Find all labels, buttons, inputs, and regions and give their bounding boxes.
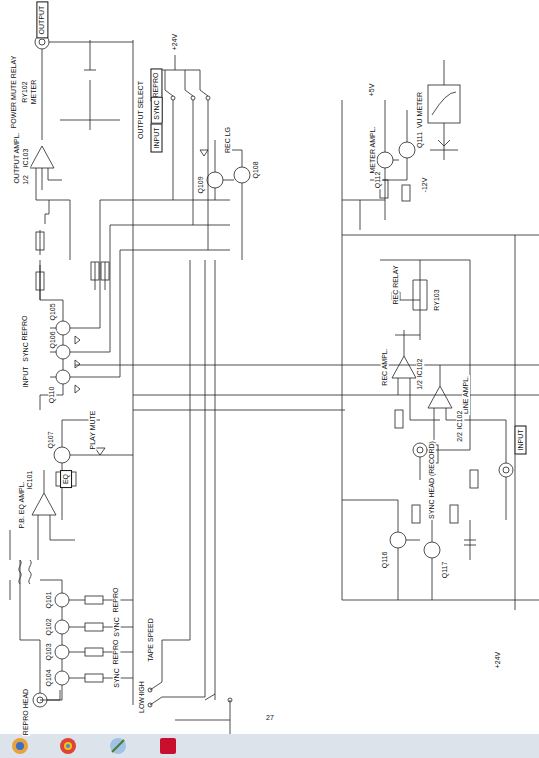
schematic-label: METER: [30, 79, 38, 106]
selector-box: INPUT: [150, 124, 162, 153]
schematic-label: SYNC: [112, 616, 120, 637]
schematic-label: OUTPUT AMPL.: [12, 131, 20, 184]
schematic-label: METER AMPL.: [368, 125, 376, 174]
schematic-label: SYNC: [21, 341, 29, 362]
box-text: INPUT: [516, 430, 523, 451]
schematic-label: IC103: [22, 148, 30, 169]
box-text: OUTPUT: [38, 6, 45, 35]
schematic-label: SYNC HEAD (RECORD): [428, 440, 436, 520]
schematic-label: TAPE SPEED: [146, 617, 154, 662]
schematic-label: IC102: [416, 358, 424, 379]
schematic-label: Q106: [48, 330, 56, 349]
schematic-label: 27: [265, 714, 275, 722]
schematic-label: REPRO: [112, 639, 120, 666]
selector-box: SYNC: [150, 96, 162, 123]
schematic-label: REPRO: [21, 315, 29, 342]
schematic-label: Q117: [441, 561, 449, 580]
schematic-label: Q116: [381, 551, 389, 570]
schematic-label: Q109: [196, 175, 204, 194]
schematic-label: Q108: [251, 160, 259, 179]
schematic-label: REC LG: [224, 126, 232, 154]
box-text: EQ: [62, 474, 69, 484]
schematic-label: POWER MUTE RELAY: [10, 55, 18, 130]
schematic-label: -12V: [421, 177, 429, 194]
schematic-label: Q105: [48, 302, 56, 321]
schematic-label: RY102: [20, 80, 28, 103]
schematic-label: IC102: [456, 410, 464, 431]
selector-box: OUTPUT: [36, 2, 48, 39]
schematic-label: Q103: [44, 642, 52, 661]
schematic-label: 2/2: [456, 431, 464, 443]
schematic-label: REPRO: [112, 587, 120, 614]
schematic-label: Q112: [374, 171, 382, 190]
schematic-label: LOW: [138, 696, 146, 714]
selector-box: EQ: [60, 470, 72, 488]
schematic-label: Q102: [44, 617, 52, 636]
schematic-label: 1/2: [22, 174, 30, 186]
schematic-label: REC AMPL.: [380, 347, 388, 386]
schematic-label: +24V: [494, 651, 502, 670]
selector-box: INPUT: [514, 426, 526, 455]
schematic-label: 1/2: [416, 379, 424, 391]
schematic-label: REPRO HEAD: [22, 688, 30, 736]
schematic-label: Q101: [44, 590, 52, 609]
schematic-label: RY103: [432, 288, 440, 311]
schematic-label: INPUT: [21, 366, 29, 389]
box-text: SYNC: [152, 100, 159, 119]
schematic-label: IC101: [26, 470, 34, 491]
schematic-label: +24V: [171, 33, 179, 52]
schematic-label: Q111: [416, 131, 424, 149]
schematic-label: +5V: [368, 83, 376, 98]
box-text: INPUT: [152, 128, 159, 149]
schematic-label: PLAY MUTE: [88, 409, 96, 450]
schematic-label: Q104: [44, 668, 52, 687]
schematic-label: Q110: [48, 386, 56, 405]
schematic-label: VU METER: [416, 91, 424, 129]
schematic-label: REC RELAY: [391, 264, 399, 305]
schematic-label: Q107: [46, 430, 54, 449]
schematic-label: SYNC: [112, 667, 120, 688]
schematic-label: OUTPUT SELECT: [137, 80, 145, 140]
schematic-label: P.B. EQ AMPL.: [18, 481, 26, 530]
box-text: REPRO: [152, 73, 159, 98]
